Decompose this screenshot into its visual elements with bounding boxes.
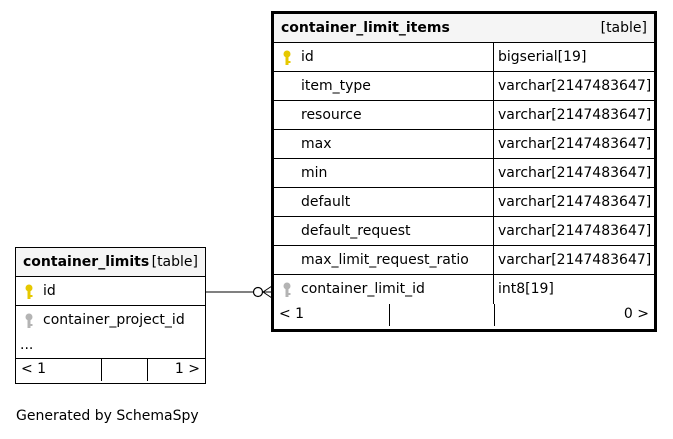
table-name[interactable]: container_limits: [23, 254, 150, 270]
parent-count[interactable]: < 1: [21, 361, 47, 377]
table-container-limits[interactable]: container_limits [table] id container_pro…: [15, 247, 206, 384]
footer-divider: [494, 304, 495, 326]
column-divider: [493, 101, 494, 129]
column-divider: [493, 275, 494, 304]
child-count[interactable]: 0 >: [623, 306, 649, 322]
column-name: id: [43, 283, 56, 299]
primary-key-icon: [283, 50, 291, 65]
table-footer: < 1 1 >: [16, 359, 205, 381]
column-divider: [493, 72, 494, 100]
column-type: varchar[2147483647]: [498, 165, 652, 181]
column-row[interactable]: default varchar[2147483647]: [274, 188, 654, 217]
column-row[interactable]: item_type varchar[2147483647]: [274, 72, 654, 101]
footer-divider: [389, 304, 390, 326]
child-count[interactable]: 1 >: [174, 361, 200, 377]
generated-by-text: Generated by SchemaSpy: [16, 408, 199, 424]
parent-count[interactable]: < 1: [279, 306, 305, 322]
footer-divider: [101, 359, 102, 381]
column-divider: [493, 130, 494, 158]
column-divider: [493, 188, 494, 216]
table-kind: [table]: [151, 254, 198, 270]
column-row[interactable]: default_request varchar[2147483647]: [274, 217, 654, 246]
foreign-key-icon: [25, 313, 33, 328]
crowfoot-lower: [262, 291, 273, 299]
column-name: container_project_id: [43, 312, 185, 328]
column-divider: [493, 217, 494, 245]
table-container-limit-items[interactable]: container_limit_items [table] id bigseria…: [271, 11, 657, 332]
relationship-zero-marker: [252, 286, 264, 298]
more-columns: ...: [16, 335, 205, 359]
table-kind: [table]: [600, 20, 647, 36]
column-name: max_limit_request_ratio: [301, 252, 469, 268]
footer-divider: [147, 359, 148, 381]
column-name: item_type: [301, 78, 371, 94]
table-header: container_limit_items [table]: [274, 14, 654, 43]
column-divider: [493, 246, 494, 274]
crowfoot-upper: [262, 285, 273, 293]
column-name: container_limit_id: [301, 281, 425, 297]
column-row[interactable]: min varchar[2147483647]: [274, 159, 654, 188]
primary-key-icon: [25, 284, 33, 299]
column-row[interactable]: container_limit_id int8[19]: [274, 275, 654, 304]
column-name: default_request: [301, 223, 411, 239]
column-row[interactable]: resource varchar[2147483647]: [274, 101, 654, 130]
column-type: varchar[2147483647]: [498, 194, 652, 210]
column-name: id: [301, 49, 314, 65]
column-divider: [493, 159, 494, 187]
column-type: varchar[2147483647]: [498, 78, 652, 94]
column-name: resource: [301, 107, 362, 123]
column-divider: [493, 43, 494, 71]
column-row[interactable]: id bigserial[19]: [274, 43, 654, 72]
column-name: default: [301, 194, 351, 210]
column-row[interactable]: container_project_id: [16, 306, 205, 335]
column-row[interactable]: max varchar[2147483647]: [274, 130, 654, 159]
column-row[interactable]: max_limit_request_ratio varchar[214748364…: [274, 246, 654, 275]
column-row[interactable]: id: [16, 277, 205, 306]
foreign-key-icon: [283, 282, 291, 297]
column-type: varchar[2147483647]: [498, 107, 652, 123]
column-name: max: [301, 136, 332, 152]
column-type: bigserial[19]: [498, 49, 587, 65]
table-footer: < 1 0 >: [274, 304, 654, 326]
table-name[interactable]: container_limit_items: [281, 20, 450, 36]
column-type: varchar[2147483647]: [498, 136, 652, 152]
column-type: varchar[2147483647]: [498, 252, 652, 268]
column-type: int8[19]: [498, 281, 554, 297]
column-name: min: [301, 165, 328, 181]
table-header: container_limits [table]: [16, 248, 205, 277]
column-type: varchar[2147483647]: [498, 223, 652, 239]
